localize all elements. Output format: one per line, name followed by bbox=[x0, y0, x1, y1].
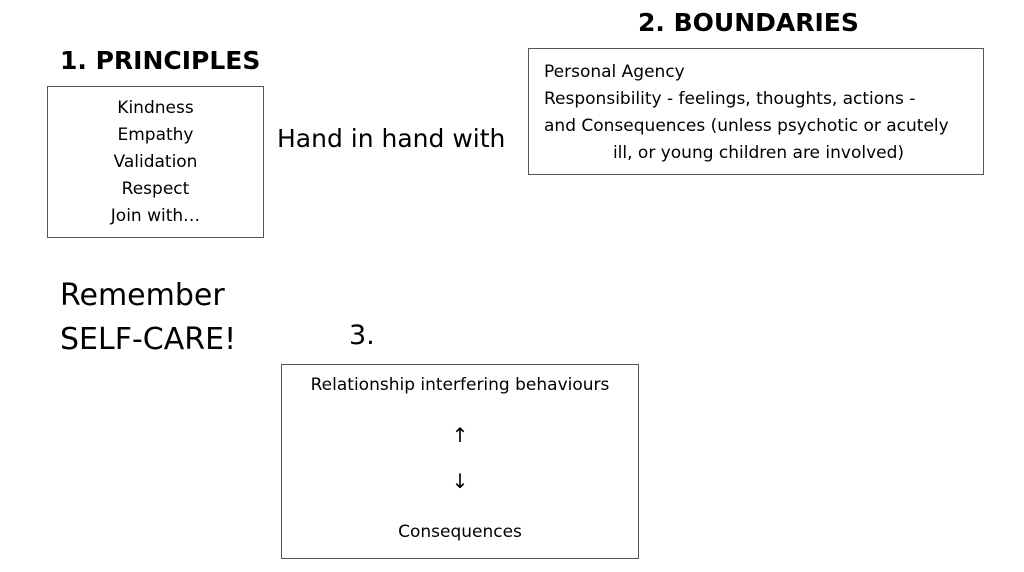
arrow-down-icon: ↓ bbox=[451, 469, 469, 493]
reminder-line-2: SELF-CARE! bbox=[60, 322, 237, 357]
arrow-up-icon: ↑ bbox=[451, 423, 469, 447]
principle-item: Join with… bbox=[110, 205, 201, 226]
reminder-line-1: Remember bbox=[60, 278, 225, 313]
connector-text: Hand in hand with bbox=[277, 124, 506, 153]
principles-heading: 1. PRINCIPLES bbox=[60, 46, 261, 75]
relationship-behaviours-text: Relationship interfering behaviours bbox=[310, 375, 610, 395]
section3-heading: 3. bbox=[349, 320, 375, 351]
section3-box: Relationship interfering behaviours ↑ ↓ … bbox=[281, 364, 639, 559]
consequences-text: Consequences bbox=[398, 522, 522, 542]
principle-item: Respect bbox=[121, 178, 190, 199]
self-care-reminder: Remember SELF-CARE! bbox=[60, 274, 236, 362]
principle-item: Validation bbox=[113, 151, 198, 172]
principle-item: Kindness bbox=[117, 97, 194, 118]
boundaries-box: Personal Agency Responsibility - feeling… bbox=[528, 48, 984, 175]
boundary-line: and Consequences (unless psychotic or ac… bbox=[544, 116, 949, 136]
boundary-line: Personal Agency bbox=[544, 62, 685, 82]
boundaries-heading: 2. BOUNDARIES bbox=[638, 8, 859, 37]
boundary-line: ill, or young children are involved) bbox=[612, 143, 905, 163]
principles-box: Kindness Empathy Validation Respect Join… bbox=[47, 86, 264, 238]
boundary-line: Responsibility - feelings, thoughts, act… bbox=[544, 89, 916, 109]
principle-item: Empathy bbox=[117, 124, 194, 145]
